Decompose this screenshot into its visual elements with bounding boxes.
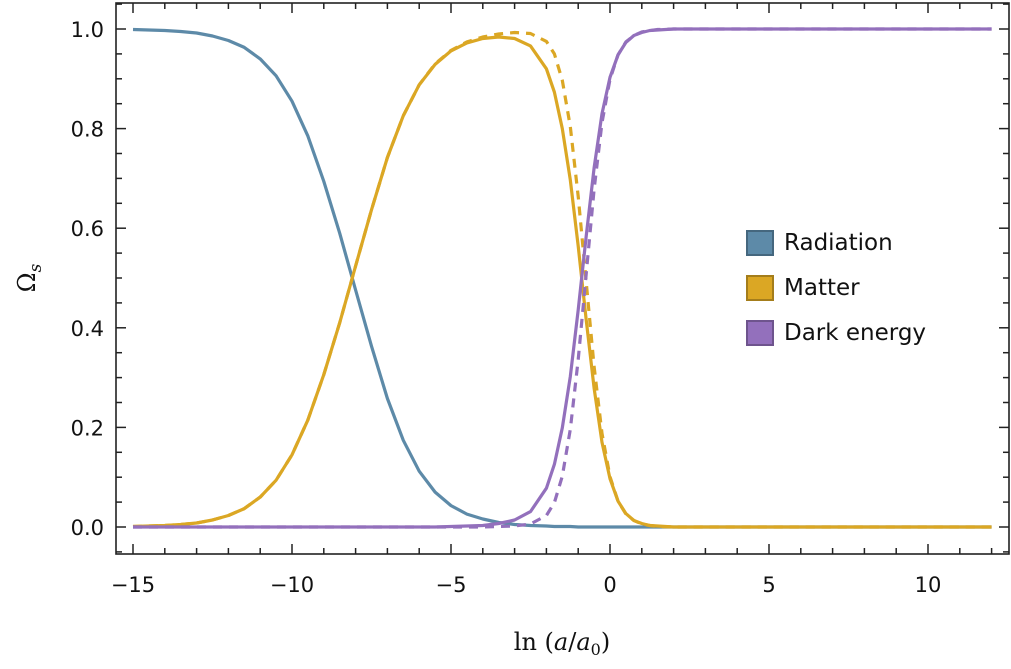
x-tick-label: −5: [436, 573, 467, 597]
legend-item-radiation: Radiation: [746, 220, 926, 265]
x-axis-title: ln (a/a0): [514, 628, 610, 659]
chart-curves: [132, 27, 992, 529]
axis-tick-labels: −15 −10 −5 0 5 10 0.0 0.2 0.4 0.6 0.8 1.0: [71, 18, 942, 597]
matter-dashed-curve: [132, 30, 992, 529]
y-tick-label: 0.8: [71, 118, 104, 142]
dark-energy-dashed-curve: [133, 27, 992, 529]
legend-label: Matter: [784, 274, 860, 301]
x-tick-label: −15: [111, 573, 155, 597]
y-tick-label: 0.0: [71, 516, 104, 540]
legend-label: Radiation: [784, 229, 893, 256]
x-tick-label: 5: [762, 573, 775, 597]
matter-swatch-icon: [746, 274, 774, 301]
x-tick-label: 10: [915, 573, 942, 597]
y-tick-label: 0.6: [71, 217, 104, 241]
y-tick-label: 0.2: [71, 416, 104, 440]
y-tick-label: 0.4: [71, 317, 104, 341]
legend-item-matter: Matter: [746, 265, 926, 310]
radiation-swatch-icon: [746, 229, 774, 256]
legend-label: Dark energy: [784, 319, 927, 346]
chart-legend: Radiation Matter Dark energy: [746, 220, 926, 355]
x-tick-label: 0: [603, 573, 616, 597]
y-tick-label: 1.0: [71, 18, 104, 42]
axis-ticks: [116, 3, 1009, 554]
dark-energy-swatch-icon: [746, 319, 774, 346]
x-tick-label: −10: [270, 573, 314, 597]
legend-item-dark-energy: Dark energy: [746, 310, 926, 355]
y-axis-title: Ωs: [13, 263, 46, 292]
